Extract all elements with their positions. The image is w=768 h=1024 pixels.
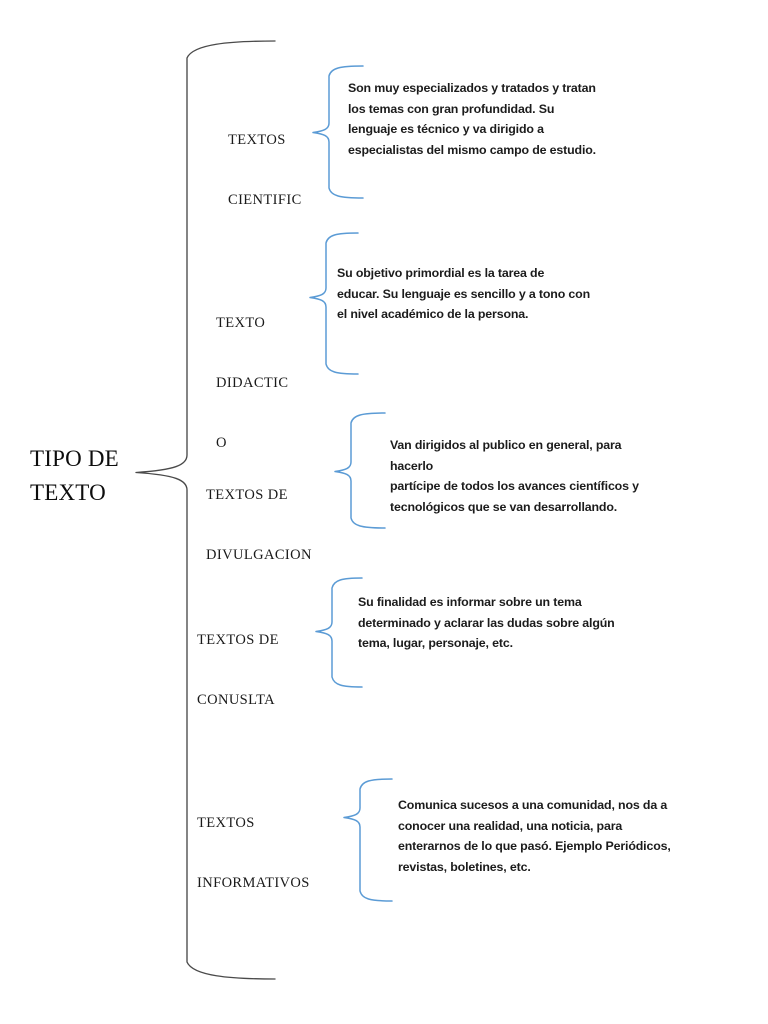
branch-heading-cientificos: TEXTOS CIENTIFIC [200,95,330,245]
branch-body-line: Van dirigidos al publico en general, par… [390,438,622,473]
branch-body-didactico: Su objetivo primordial es la tarea de ed… [337,263,599,325]
branch-heading-line: CIENTIFIC [228,192,302,208]
branch-heading-line: TEXTOS [228,132,286,148]
branch-body-line: determinado y aclarar las dudas sobre al… [358,615,615,630]
branch-heading-didactico: TEXTO DIDACTIC O [200,278,330,488]
branch-body-consulta: Su finalidad es informar sobre un tema d… [358,592,620,654]
sub-brace-informativos [343,778,393,902]
branch-body-line: conocer una realidad, una noticia, para [398,818,623,833]
branch-heading-consulta: TEXTOS DE CONUSLTA [197,595,337,745]
sub-brace-divulgacion [334,412,386,529]
branch-body-line: Comunica sucesos a una comunidad, nos da… [398,798,668,812]
branch-body-line: tema, lugar, personaje, etc. [358,636,513,650]
branch-heading-line: CONUSLTA [197,692,276,708]
branch-body-cientificos: Son muy especializados y tratados y trat… [348,78,600,160]
branch-heading-line: DIVULGACION [206,547,312,563]
branch-body-line: Son muy especializados y tratados y trat… [348,81,596,95]
root-label: TIPO DE TEXTO [30,442,180,510]
branch-body-line: enterarnos de lo que pasó. Ejemplo Perió… [398,839,671,853]
branch-heading-informativos: TEXTOS INFORMATIVOS [197,778,347,928]
branch-body-line: revistas, boletines, etc. [398,859,531,874]
branch-heading-line: DIDACTIC [216,375,289,391]
branch-body-line: especialistas del mismo campo de estudio… [348,142,596,157]
branch-heading-line: O [216,435,227,451]
branch-heading-line: TEXTOS [197,815,255,831]
branch-body-line: lenguaje es técnico y va dirigido a [348,122,544,136]
branch-body-line: Su finalidad es informar sobre un tema [358,595,582,609]
branch-body-informativos: Comunica sucesos a una comunidad, nos da… [398,795,683,877]
branch-body-line: partícipe de todos los avances científic… [390,479,639,493]
branch-heading-line: TEXTOS DE [197,632,279,648]
branch-heading-line: INFORMATIVOS [197,875,310,891]
branch-body-line: educar. Su lenguaje es sencillo y a tono… [337,286,590,301]
root-label-line-2: TEXTO [30,480,106,505]
branch-body-line: el nivel académico de la persona. [337,307,529,321]
branch-heading-divulgacion: TEXTOS DE DIVULGACION [200,450,340,600]
branch-body-line: los temas con gran profundidad. Su [348,101,555,116]
branch-body-divulgacion: Van dirigidos al publico en general, par… [390,435,665,517]
branch-heading-line: TEXTOS DE [206,487,288,503]
root-label-line-1: TIPO DE [30,446,119,471]
branch-body-line: Su objetivo primordial es la tarea de [337,266,545,280]
branch-body-line: tecnológicos que se van desarrollando. [390,499,618,514]
branch-heading-line: TEXTO [216,315,266,331]
